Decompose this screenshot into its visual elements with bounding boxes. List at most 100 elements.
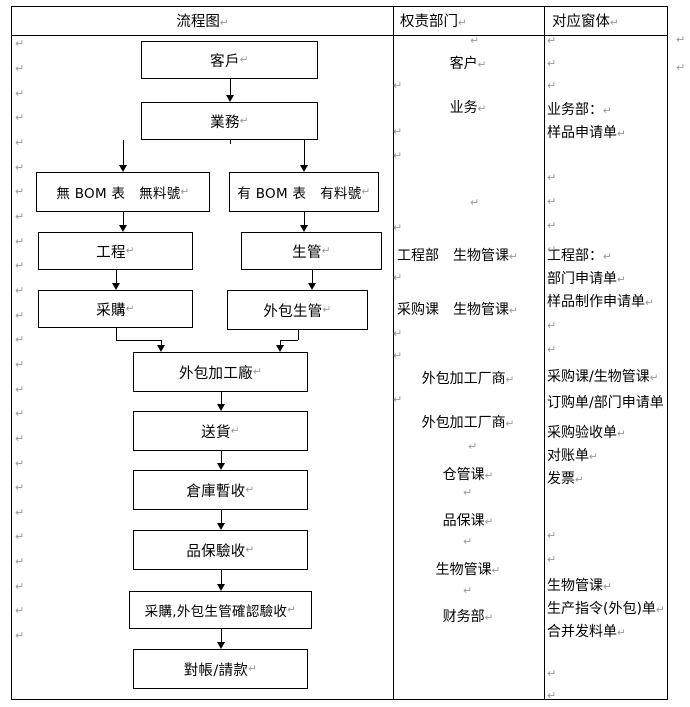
flow-node-no-bom[interactable]: 無 BOM 表 無料號↵ [36, 172, 210, 212]
connector-sales-stem [230, 140, 232, 144]
flow-node-label: 有 BOM 表 有料號 [237, 186, 362, 202]
header-department: 权责部门↵ [400, 12, 467, 32]
flow-node-label: 采購,外包生管確認驗收 [144, 604, 288, 620]
paragraph-mark: ↵ [15, 333, 25, 346]
paragraph-mark: ↵ [547, 34, 557, 47]
arrow-production-mgmt-to-outsource-pm [307, 283, 316, 290]
department-label: 品保课 [442, 513, 485, 529]
pilcrow-icon: ↵ [361, 186, 371, 198]
flow-node-label: 外包加工廠 [178, 365, 253, 382]
pilcrow-icon: ↵ [287, 604, 297, 616]
form-sales-line: 样品申请单↵ [547, 125, 665, 142]
flow-node-label: 客戶 [210, 53, 240, 70]
flow-node-production-mgmt[interactable]: 生管↵ [241, 232, 382, 270]
connector-outsourcepm-to-factory [280, 340, 282, 346]
arrow-purchasing-to-factory [156, 345, 165, 352]
connector-no-bom-to-engineering [123, 212, 125, 226]
arrow-warehouse-temp-to-qa-inspection [216, 523, 225, 530]
dept-finance: 财务部↵ [393, 609, 543, 626]
pilcrow-icon: ↵ [649, 372, 659, 384]
dept-warehouse: 仓管课↵ [393, 467, 543, 484]
paragraph-mark: ↵ [547, 79, 557, 92]
dept-qa: 品保课↵ [393, 513, 543, 530]
flow-node-engineering[interactable]: 工程↵ [38, 232, 193, 270]
paragraph-mark: ↵ [15, 62, 25, 75]
pilcrow-icon: ↵ [248, 663, 258, 675]
paragraph-mark: ↵ [15, 481, 25, 494]
form-label: 生产指令(外包)单 [547, 601, 656, 617]
connector-engineering-to-purchasing [116, 270, 118, 284]
form-biomgmt-line: 合并发料单↵ [547, 624, 665, 641]
dept-outsource2: 外包加工厂商↵ [393, 415, 543, 432]
paragraph-mark: ↵ [676, 61, 686, 74]
flow-node-purchasing[interactable]: 采購↵ [38, 290, 193, 328]
department-label: 仓管课 [442, 467, 485, 483]
flow-node-label: 業務 [210, 114, 240, 131]
paragraph-mark: ↵ [463, 486, 473, 499]
flow-node-label: 工程 [96, 244, 126, 261]
flow-node-sales[interactable]: 業務↵ [141, 102, 318, 140]
paragraph-mark: ↵ [15, 37, 25, 50]
department-label: 客户 [449, 56, 478, 72]
paragraph-mark: ↵ [547, 57, 557, 70]
flow-node-label: 采購 [96, 302, 126, 319]
connector-outsourcepm-across [280, 340, 298, 342]
pilcrow-icon: ↵ [219, 17, 229, 29]
header-form-label: 对应窗体 [552, 14, 610, 30]
connector-warehouse-temp-to-qa-inspection [221, 510, 223, 524]
flow-node-confirm-accept[interactable]: 采購,外包生管確認驗收↵ [129, 591, 312, 629]
department-label: 外包加工厂商 [421, 371, 506, 387]
paragraph-mark: ↵ [15, 358, 25, 371]
flow-node-label: 送貨 [201, 424, 231, 441]
paragraph-mark: ↵ [463, 535, 473, 548]
pilcrow-icon: ↵ [125, 303, 135, 315]
form-label: 发票 [547, 471, 575, 487]
connector-outsource-factory-to-delivery [221, 392, 223, 405]
arrow-customer-to-sales [225, 95, 234, 102]
paragraph-mark: ↵ [15, 235, 25, 248]
paragraph-mark: ↵ [15, 210, 25, 223]
pilcrow-icon: ↵ [245, 484, 255, 496]
form-label: 样品申请单 [547, 125, 617, 141]
connector-customer-to-sales [230, 79, 232, 96]
flow-node-delivery[interactable]: 送貨↵ [133, 411, 308, 451]
dept-eng: 工程部 生物管课↵ [397, 248, 518, 265]
arrow-sales-to-no-bom [118, 165, 127, 172]
arrow-delivery-to-warehouse-temp [216, 463, 225, 470]
flow-node-warehouse-temp[interactable]: 倉庫暫收↵ [133, 470, 308, 510]
pilcrow-icon: ↵ [484, 470, 494, 482]
connector-purchasing-down [116, 328, 118, 340]
flow-node-has-bom[interactable]: 有 BOM 表 有料號↵ [229, 172, 379, 212]
form-engineering-line: 工程部：↵ [547, 248, 665, 265]
paragraph-mark: ↵ [393, 393, 403, 406]
paragraph-mark: ↵ [15, 309, 25, 322]
connector-sales-to-has-bom [304, 140, 306, 166]
flow-node-reconcile[interactable]: 對帳/請款↵ [133, 649, 308, 689]
connector-confirm-accept-to-reconcile [221, 629, 223, 643]
paragraph-mark: ↵ [393, 125, 403, 138]
paragraph-mark: ↵ [547, 195, 557, 208]
pilcrow-icon: ↵ [180, 186, 190, 198]
paragraph-mark: ↵ [463, 584, 473, 597]
paragraph-mark: ↵ [676, 33, 686, 46]
arrow-qa-inspection-to-confirm-accept [216, 584, 225, 591]
column-divider-1 [393, 7, 395, 699]
form-label: 生物管课 [547, 578, 603, 594]
connector-has-bom-to-production-mgmt [304, 212, 306, 226]
paragraph-mark: ↵ [15, 284, 25, 297]
paragraph-mark: ↵ [393, 149, 403, 162]
flow-node-outsource-factory[interactable]: 外包加工廠↵ [133, 352, 308, 392]
paragraph-mark: ↵ [15, 555, 25, 568]
flow-node-qa-inspection[interactable]: 品保驗收↵ [133, 530, 308, 570]
paragraph-mark: ↵ [393, 349, 403, 362]
dept-biomgmt: 生物管课↵ [393, 562, 543, 579]
arrow-engineering-to-purchasing [111, 283, 120, 290]
paragraph-mark: ↵ [15, 506, 25, 519]
flow-node-label: 無 BOM 表 無料號 [56, 186, 181, 202]
form-sales-line: 业务部：↵ [547, 102, 665, 119]
connector-delivery-to-warehouse-temp [221, 451, 223, 464]
flow-node-outsource-pm[interactable]: 外包生管↵ [227, 290, 368, 330]
paragraph-mark: ↵ [15, 457, 25, 470]
flow-node-customer[interactable]: 客戶↵ [141, 41, 318, 79]
